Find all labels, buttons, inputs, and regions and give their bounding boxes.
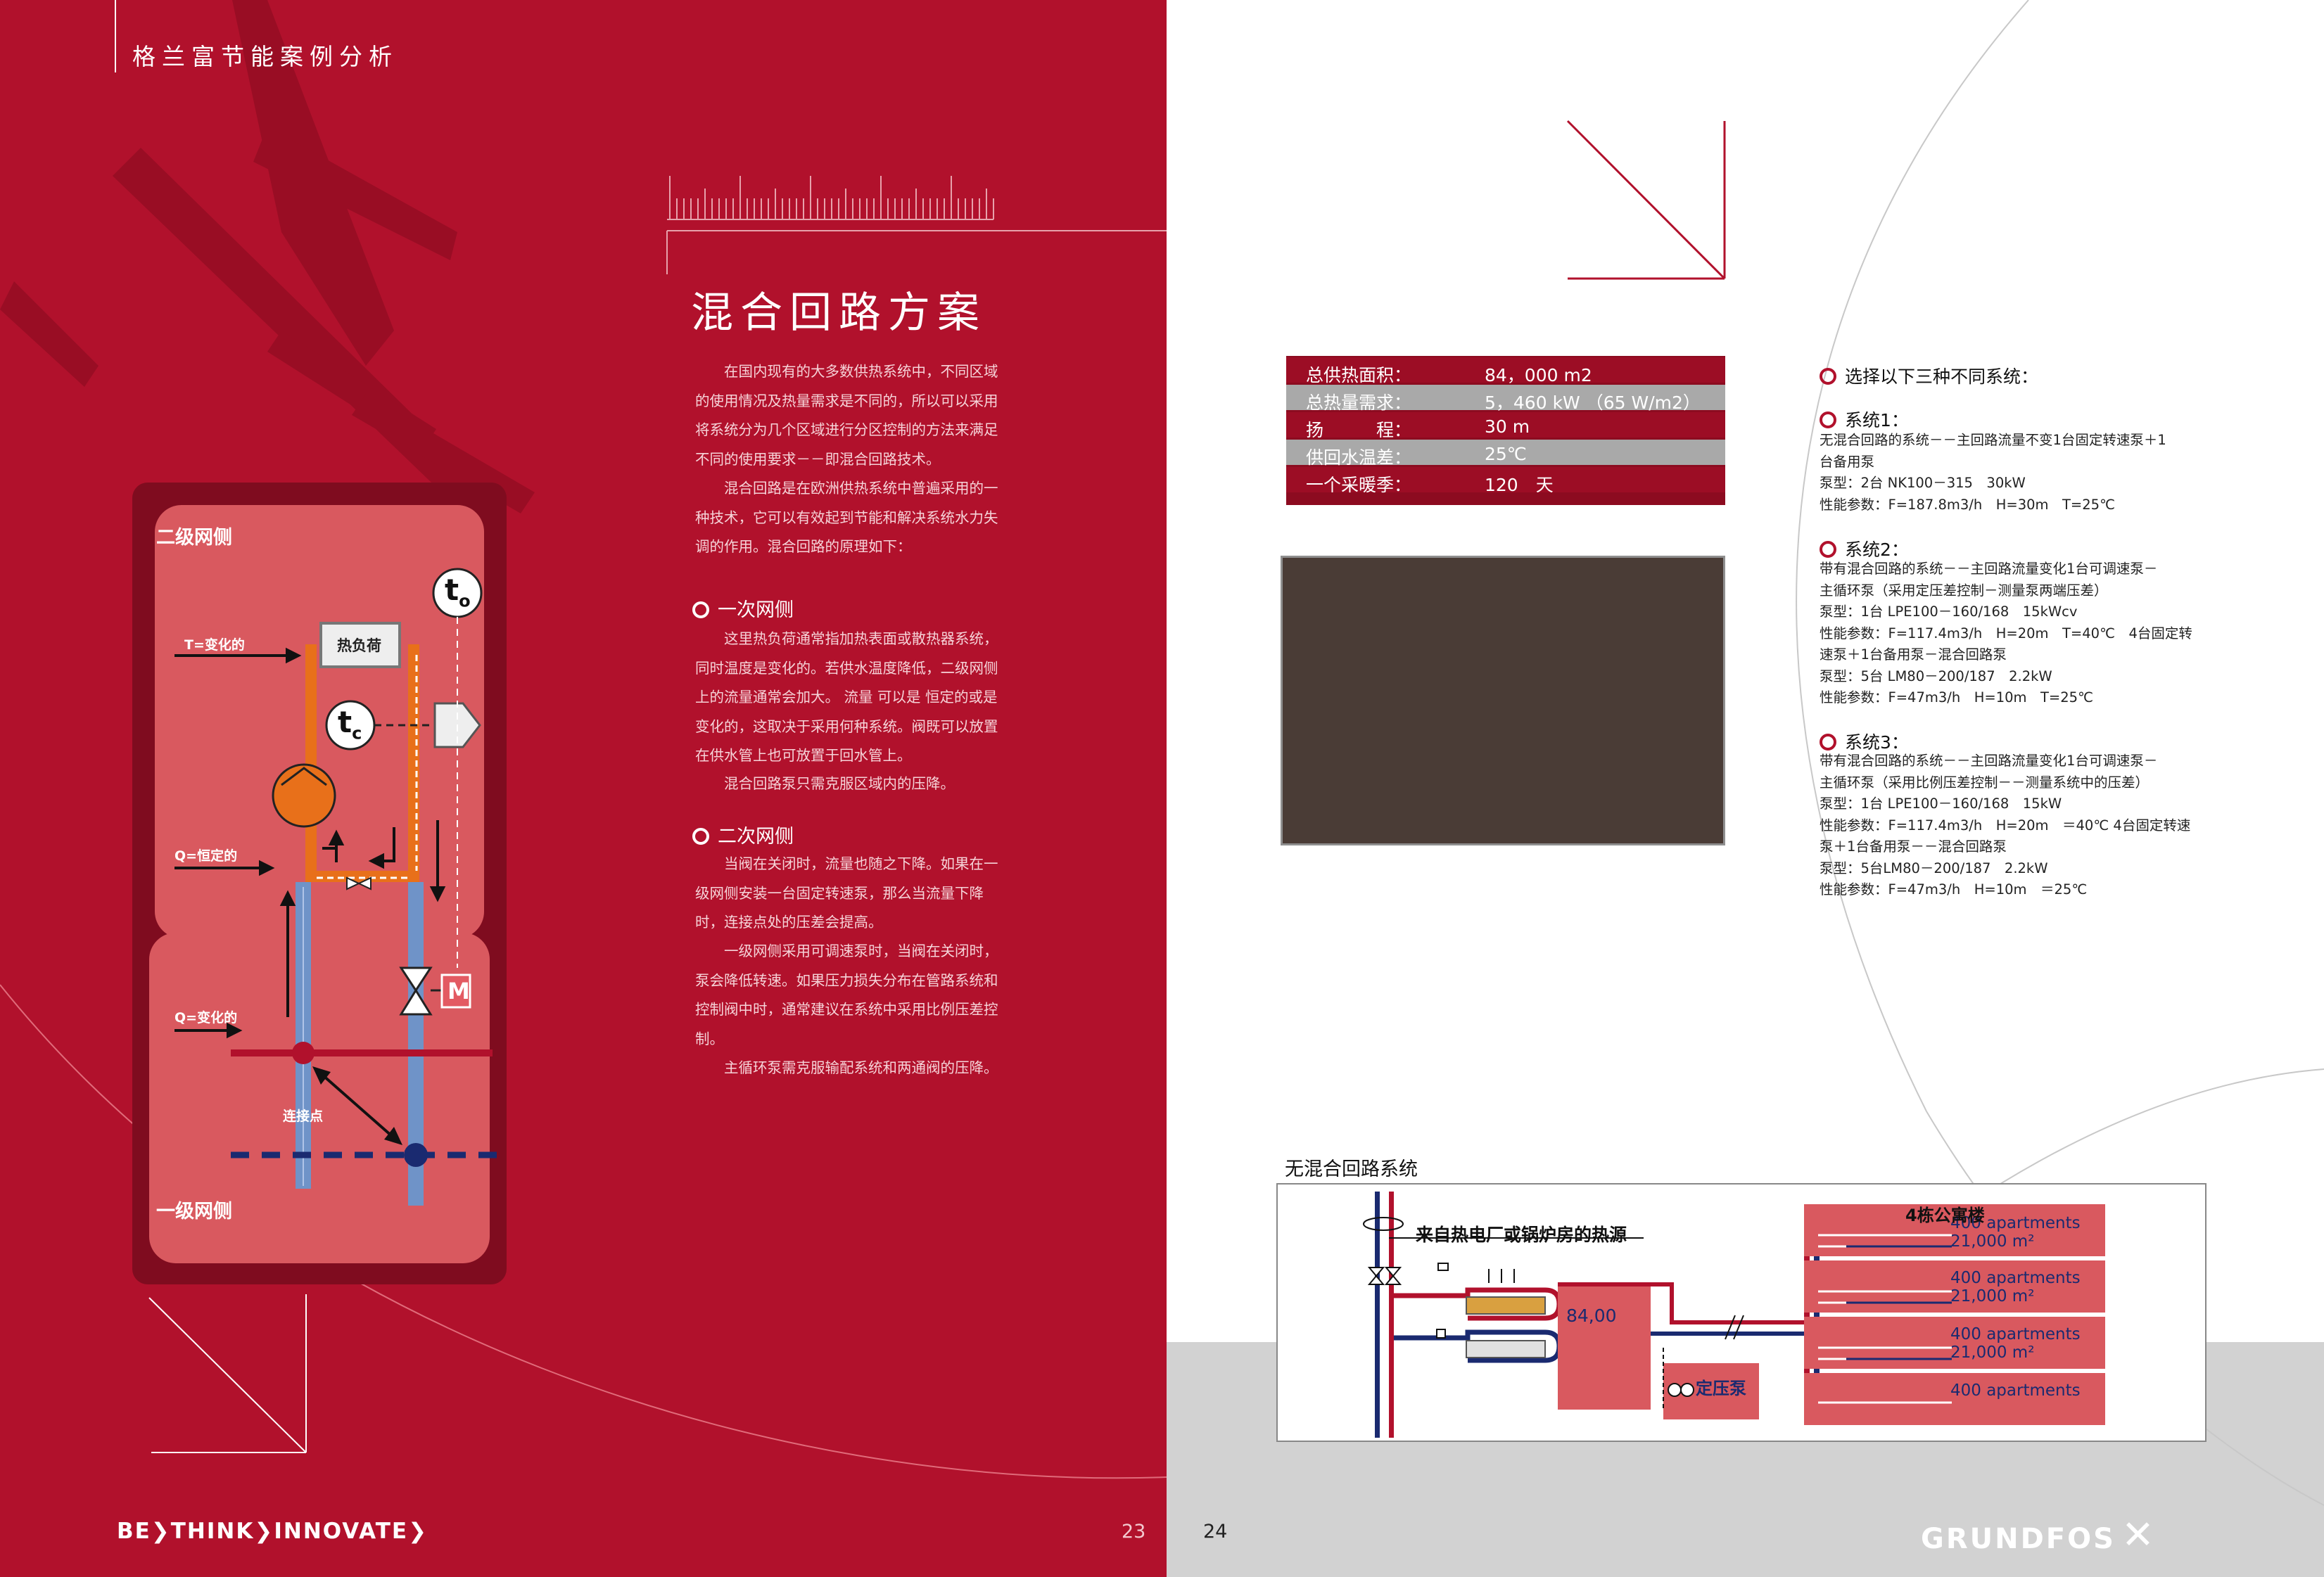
spec-row: 总热量需求： 5，460 kW （65 W/m2） bbox=[1286, 385, 1725, 413]
schematic-caption: 无混合回路系统 bbox=[1285, 1158, 1418, 1180]
spec-row: 供回水温差： 25℃ bbox=[1286, 440, 1725, 468]
connection-point-label: 连接点 bbox=[283, 1109, 324, 1124]
brand-mark-icon: ✕ bbox=[2121, 1512, 2157, 1558]
flow-variable-label: Q=变化的 bbox=[174, 1010, 238, 1026]
section-primary-heading: 一次网侧 bbox=[692, 594, 794, 622]
secondary-side-label: 二级网侧 bbox=[156, 527, 232, 549]
mixing-loop-diagram: 二级网侧 一级网侧 T=变化的 Q=恒定的 Q=变化的 连接点 热负荷 to t… bbox=[132, 483, 507, 1284]
primary-side-label: 一级网侧 bbox=[156, 1201, 232, 1222]
apartment-block: 400 apartments 21,000 m² bbox=[1804, 1204, 2105, 1256]
apartment-block: 400 apartments 21,000 m² bbox=[1804, 1317, 2105, 1369]
boiler-value: 84,00 bbox=[1566, 1305, 1617, 1326]
section2-paragraph-2: 一级网侧采用可调速泵时，当阀在关闭时，泵会降低转速。如果压力损失分布在管路系统和… bbox=[695, 943, 998, 1047]
section1-paragraph-1: 这里热负荷通常指加热表面或散热器系统，同时温度是变化的。若供水温度降低，二级网侧… bbox=[695, 630, 998, 764]
spec-row: 总供热面积： 84，000 m2 bbox=[1286, 357, 1725, 385]
tc-sensor-label: tc bbox=[338, 705, 362, 743]
left-page: 格兰富节能案例分析 混合回路方案 在国内现有的大多数供热系统中，不同区域的使用情… bbox=[0, 0, 1167, 1577]
intro-paragraph-2: 混合回路是在欧洲供热系统中普遍采用的一种技术，它可以有效起到节能和解决系统水力失… bbox=[695, 480, 998, 555]
page-number: 23 bbox=[1122, 1521, 1146, 1543]
system-3-heading: 系统3： bbox=[1820, 729, 1909, 754]
flow-constant-label: Q=恒定的 bbox=[174, 848, 238, 864]
spec-table: 总供热面积： 84，000 m2 总热量需求： 5，460 kW （65 W/m… bbox=[1286, 356, 1725, 505]
to-sensor-label: to bbox=[445, 573, 471, 611]
section-secondary-heading: 二次网侧 bbox=[692, 821, 794, 848]
system-1-details: 无混合回路的系统－－主回路流量不变1台固定转速泵＋1 台备用泵 泵型：2台 NK… bbox=[1820, 432, 2166, 513]
building-pipes bbox=[1818, 1234, 1952, 1404]
intro-paragraph-1: 在国内现有的大多数供热系统中，不同区域的使用情况及热量需求是不同的，所以可以采用… bbox=[695, 363, 998, 468]
system-3-details: 带有混合回路的系统－－主回路流量变化1台可调速泵－ 主循环泵（采用比例压差控制－… bbox=[1820, 753, 2191, 898]
page-number: 24 bbox=[1203, 1521, 1228, 1543]
pressure-pump-label: 定压泵 bbox=[1696, 1379, 1746, 1398]
brand-logo: GRUNDFOS✕ bbox=[1921, 1512, 2157, 1558]
no-mixing-loop-schematic: 来自热电厂或锅炉房的热源 84,00 定压泵 4栋公寓楼 400 apartme… bbox=[1276, 1183, 2206, 1442]
schematic-graphic bbox=[1363, 1192, 1820, 1438]
diagram-graphic bbox=[132, 483, 507, 1284]
apartment-block: 400 apartments 21,000 m² bbox=[1804, 1260, 2105, 1313]
right-page: 总供热面积： 84，000 m2 总热量需求： 5，460 kW （65 W/m… bbox=[1167, 0, 2324, 1577]
section1-paragraph-2: 混合回路泵只需克服区域内的压降。 bbox=[724, 775, 955, 792]
footer-slogan: BE❯THINK❯INNOVATE❯ bbox=[117, 1519, 428, 1544]
spec-row: 扬 程： 30 m bbox=[1286, 412, 1725, 440]
bullet-ring-icon bbox=[1820, 368, 1836, 385]
apartment-buildings: 4栋公寓楼 400 apartments 21,000 m² 400 apart… bbox=[1804, 1204, 2105, 1436]
installation-photo bbox=[1281, 556, 1725, 845]
page-header: 格兰富节能案例分析 bbox=[132, 43, 398, 70]
heat-load-label: 热负荷 bbox=[337, 637, 381, 654]
system-2-heading: 系统2： bbox=[1820, 536, 1909, 561]
heat-source-label: 来自热电厂或锅炉房的热源 bbox=[1416, 1225, 1627, 1245]
bullet-ring-icon bbox=[1820, 411, 1836, 428]
section2-paragraph-1: 当阀在关闭时，流量也随之下降。如果在一级网侧安装一台固定转速泵，那么当流量下降时… bbox=[695, 855, 998, 931]
system-1-heading: 系统1： bbox=[1820, 407, 1909, 432]
apartment-block: 400 apartments bbox=[1804, 1373, 2105, 1425]
section-bullet-icon bbox=[692, 601, 709, 618]
section-bullet-icon bbox=[692, 828, 709, 845]
background-decoration bbox=[0, 0, 1167, 1479]
motor-label: M bbox=[447, 978, 470, 1004]
buildings-label: 4栋公寓楼 bbox=[1905, 1206, 1985, 1225]
temperature-variable-label: T=变化的 bbox=[184, 637, 245, 653]
page-title: 混合回路方案 bbox=[691, 288, 986, 338]
select-heading: 选择以下三种不同系统： bbox=[1820, 363, 2038, 388]
section2-paragraph-3: 主循环泵需克服输配系统和两通阀的压降。 bbox=[724, 1059, 998, 1076]
bullet-ring-icon bbox=[1820, 734, 1836, 751]
system-2-details: 带有混合回路的系统－－主回路流量变化1台可调速泵－ 主循环泵（采用定压差控制－测… bbox=[1820, 561, 2192, 706]
bullet-ring-icon bbox=[1820, 541, 1836, 558]
spec-row: 一个采暖季： 120 天 bbox=[1286, 467, 1725, 495]
